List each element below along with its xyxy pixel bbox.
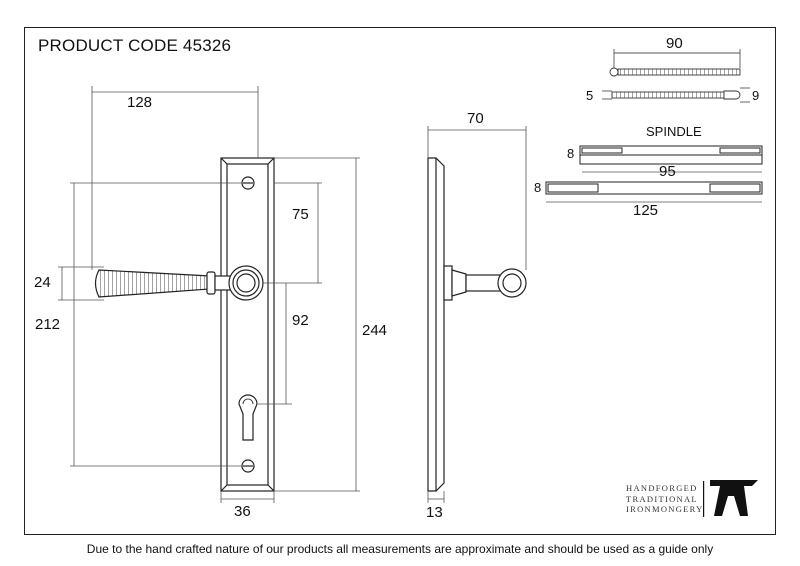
brand-line-3: IRONMONGERY xyxy=(626,504,704,514)
dim-plate-width: 36 xyxy=(234,503,251,520)
dim-overall-fixing: 212 xyxy=(35,316,61,333)
spindle-long xyxy=(545,181,763,203)
lever-side xyxy=(443,265,527,301)
dim-handle-height: 24 xyxy=(34,274,51,291)
product-code: PRODUCT CODE 45326 xyxy=(38,36,232,55)
dim-screw-head: 5 xyxy=(586,88,594,103)
dim-spindle-long-size: 8 xyxy=(534,180,542,195)
brand-text: HANDFORGED TRADITIONAL IRONMONGERY xyxy=(626,483,704,515)
dim-projection: 70 xyxy=(467,110,484,127)
spindle-short xyxy=(579,145,763,173)
dim-spindle-long-length: 125 xyxy=(633,202,659,219)
dim-backplate-spread: 128 xyxy=(127,94,153,111)
brand-line-2: TRADITIONAL xyxy=(626,493,698,504)
dim-plate-height: 244 xyxy=(362,322,388,339)
dim-spindle-short-length: 95 xyxy=(659,163,676,180)
lever-handle-front xyxy=(94,265,264,301)
spindle-label: SPINDLE xyxy=(646,124,702,139)
disclaimer: Due to the hand crafted nature of our pr… xyxy=(86,542,714,556)
anvil-logo xyxy=(703,480,758,517)
backplate-side xyxy=(427,157,445,492)
dim-centres: 92 xyxy=(292,312,309,329)
drawing-frame xyxy=(24,27,776,535)
dim-spindle-short-size: 8 xyxy=(567,146,575,161)
backplate-front xyxy=(220,157,275,492)
screw-detail xyxy=(602,49,750,103)
dim-top-to-spindle: 75 xyxy=(292,206,309,223)
brand-line-1: HANDFORGED xyxy=(626,483,698,493)
euro-cylinder-cutout xyxy=(238,394,258,441)
dim-plate-depth: 13 xyxy=(426,504,443,521)
dim-screw-tip: 9 xyxy=(752,88,760,103)
screw-hole-bottom xyxy=(241,459,255,473)
screw-hole-top xyxy=(241,176,255,190)
dim-screw-length: 90 xyxy=(666,35,683,52)
dimension-lines xyxy=(58,86,527,503)
